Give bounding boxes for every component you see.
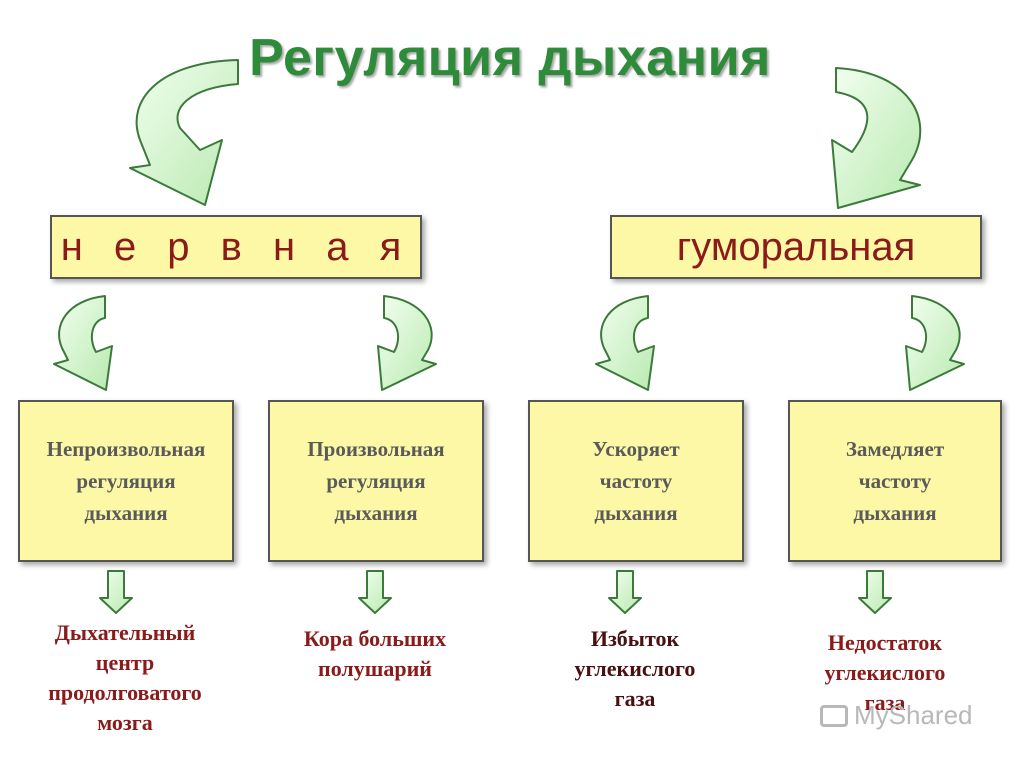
subtype-text: Произвольная регуляция дыхания <box>307 437 445 525</box>
down-arrow-icon <box>358 570 392 614</box>
curved-arrow-icon <box>129 59 239 206</box>
subtype-box-involuntary: Непроизвольная регуляция дыхания <box>18 400 234 562</box>
subtype-text: Ускоряет частоту дыхания <box>592 437 680 525</box>
subtype-box-voluntary: Произвольная регуляция дыхания <box>268 400 484 562</box>
subtype-text: Непроизвольная регуляция дыхания <box>46 437 206 525</box>
result-text-co2-deficit: Недостаток углекислого газа <box>824 630 946 715</box>
curved-arrow-icon <box>377 295 437 391</box>
down-arrow-icon <box>99 570 133 614</box>
subtype-box-accelerates: Ускоряет частоту дыхания <box>528 400 744 562</box>
curved-arrow-icon <box>53 295 113 391</box>
watermark-text: MyShared <box>854 700 973 730</box>
category-label: гуморальная <box>676 224 916 269</box>
category-label: н е р в н а я <box>60 224 412 269</box>
down-arrow-icon <box>858 570 892 614</box>
category-box-nervous: н е р в н а я <box>50 215 422 279</box>
result-text-co2-excess: Избыток углекислого газа <box>574 626 696 711</box>
category-box-humoral: гуморальная <box>610 215 982 279</box>
diagram-title: Регуляция дыхания <box>249 29 771 87</box>
result-text-cortex: Кора больших полушарий <box>303 626 447 681</box>
result-text-respiratory-center: Дыхательный центр продолговатого мозга <box>48 620 202 735</box>
curved-arrow-icon <box>595 295 655 391</box>
subtype-text: Замедляет частоту дыхания <box>845 437 945 525</box>
down-arrow-icon <box>608 570 642 614</box>
watermark-logo-icon <box>820 704 848 727</box>
watermark: MyShared <box>820 700 973 731</box>
curved-arrow-icon <box>905 295 965 391</box>
subtype-box-slows: Замедляет частоту дыхания <box>788 400 1002 562</box>
curved-arrow-icon <box>831 67 922 209</box>
